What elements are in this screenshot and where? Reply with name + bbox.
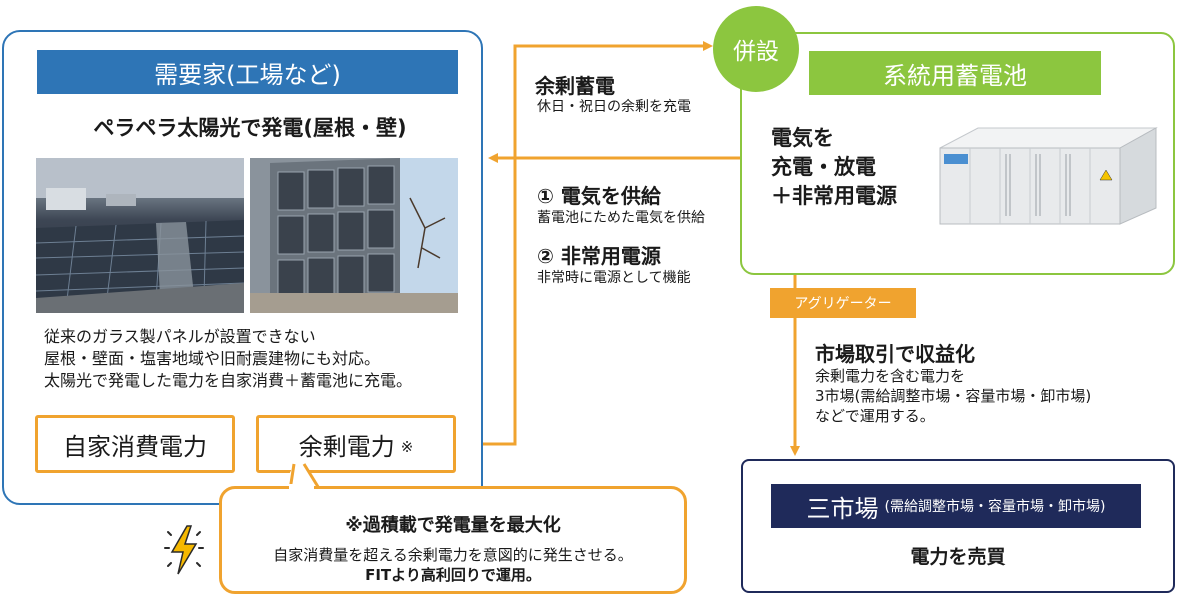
callout-tail-cover [289,484,314,492]
battery-container-icon [930,124,1160,230]
overloading-callout: ※過積載で発電量を最大化 自家消費量を超える余剰電力を意図的に発生させる。 FI… [219,486,687,594]
surplus-power-box: 余剰電力 ※ [256,415,456,473]
surplus-storage-title: 余剰蓄電 [535,74,615,98]
callout-line-2: FITより高利回りで運用。 [365,566,541,584]
three-markets-subtitle: 電力を売買 [910,546,1006,568]
self-consumption-label: 自家消費電力 [63,432,207,461]
surplus-note-mark: ※ [400,438,414,456]
grid-battery-header: 系統用蓄電池 [809,51,1101,95]
three-markets-subtitle-detail: (需給調整市場・容量市場・卸市場) [884,499,1106,515]
market-trading-title: 市場取引で収益化 [815,342,975,366]
surplus-storage-sub: 休日・祝日の余剰を充電 [537,99,691,115]
three-markets-title: 三市場 [806,494,879,523]
surplus-power-label: 余剰電力 [298,432,395,461]
aggregator-label: アグリゲーター [770,288,916,318]
surplus-storage-arrow [456,41,713,446]
callout-title: ※過積載で発電量を最大化 [345,515,561,536]
three-markets-header: 三市場 (需給調整市場・容量市場・卸市場) [771,484,1141,528]
self-consumption-box: 自家消費電力 [35,415,235,473]
demand-subtitle: ペラペラ太陽光で発電(屋根・壁) [93,116,407,140]
supply-sub: 蓄電池にためた電気を供給 [537,210,705,226]
demand-description: 従来のガラス製パネルが設置できない 屋根・壁面・塩害地域や旧耐震建物にも対応。 … [44,327,413,390]
market-trading-description: 余剰電力を含む電力を 3市場(需給調整市場・容量市場・卸市場) などで運用する。 [815,367,1092,425]
emergency-title: ② 非常用電源 [537,244,661,268]
roof-solar-photo [36,158,244,313]
grid-battery-description: 電気を 充電・放電 ＋非常用電源 [771,126,897,208]
supply-title: ① 電気を供給 [537,184,661,208]
emergency-sub: 非常時に電源として機能 [537,270,691,286]
callout-line-1: 自家消費量を超える余剰電力を意図的に発生させる。 [273,546,633,564]
demand-header: 需要家(工場など) [37,50,458,94]
colocated-badge: 併設 [713,6,799,92]
wall-solar-photo [250,158,458,313]
lightning-icon [162,520,206,580]
